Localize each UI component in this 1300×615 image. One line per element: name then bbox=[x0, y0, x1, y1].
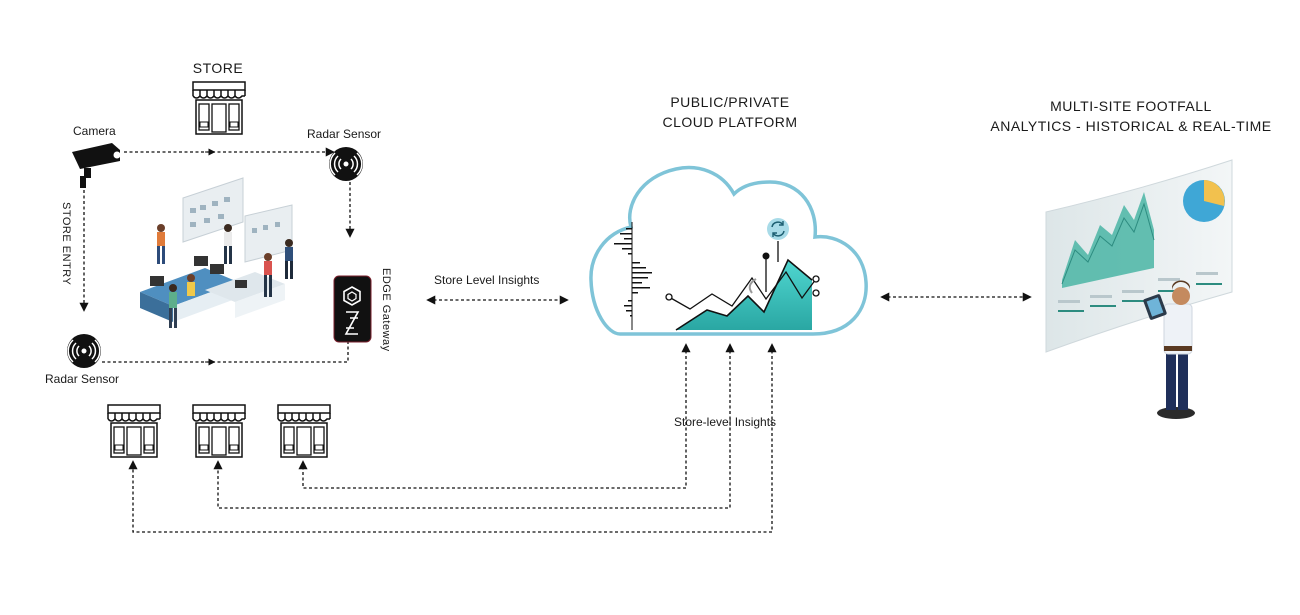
cloud-histogram bbox=[614, 222, 652, 330]
camera-label: Camera bbox=[73, 124, 116, 138]
radar-sensor-top-label: Radar Sensor bbox=[307, 127, 382, 141]
store-level-insights-return-arrows bbox=[128, 343, 777, 533]
radar-icon-bottom bbox=[66, 333, 102, 369]
analyst-person-illustration bbox=[1143, 280, 1195, 419]
store-icon-2 bbox=[192, 404, 246, 458]
store-icon-3 bbox=[277, 404, 331, 458]
analytics-title: MULTI-SITE FOOTFALL ANALYTICS - HISTORIC… bbox=[966, 96, 1296, 136]
store-level-insights-label: Store Level Insights bbox=[434, 273, 540, 287]
cloud-platform-title: PUBLIC/PRIVATE CLOUD PLATFORM bbox=[620, 92, 840, 132]
cloud-platform-title-line1: PUBLIC/PRIVATE bbox=[670, 94, 790, 110]
store-entry-label: STORE ENTRY bbox=[60, 202, 72, 286]
store-interior-illustration bbox=[140, 177, 293, 328]
cloud-area-chart bbox=[665, 218, 820, 331]
store-loop-arrows bbox=[79, 147, 355, 363]
store-icon-1 bbox=[107, 404, 161, 458]
camera-icon bbox=[72, 143, 121, 188]
store-level-insights-bottom-label: Store-level Insights bbox=[674, 415, 777, 429]
store-title: STORE bbox=[192, 60, 244, 76]
radar-icon-top bbox=[328, 146, 364, 182]
analytics-title-line2: ANALYTICS - HISTORICAL & REAL-TIME bbox=[990, 118, 1272, 134]
store-icon-main bbox=[192, 81, 246, 135]
radar-sensor-bottom-label: Radar Sensor bbox=[45, 372, 120, 386]
analytics-title-line1: MULTI-SITE FOOTFALL bbox=[1050, 98, 1212, 114]
edge-gateway-label: EDGE Gateway bbox=[380, 268, 392, 352]
analytics-dashboard-panel bbox=[1045, 159, 1233, 353]
cloud-platform-title-line2: CLOUD PLATFORM bbox=[662, 114, 798, 130]
edge-gateway-device bbox=[333, 275, 372, 343]
